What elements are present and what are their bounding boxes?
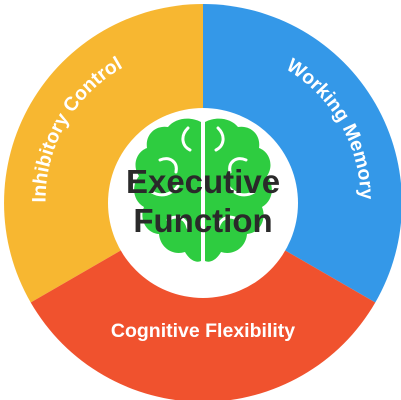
segment-label-cognitive-flexibility: Cognitive Flexibility — [111, 320, 295, 342]
center-title-line1: Executive — [126, 163, 280, 200]
brain-icon — [134, 118, 272, 262]
center-title-line2: Function — [133, 202, 272, 239]
segment-cognitive-flexibility — [30, 203, 376, 400]
